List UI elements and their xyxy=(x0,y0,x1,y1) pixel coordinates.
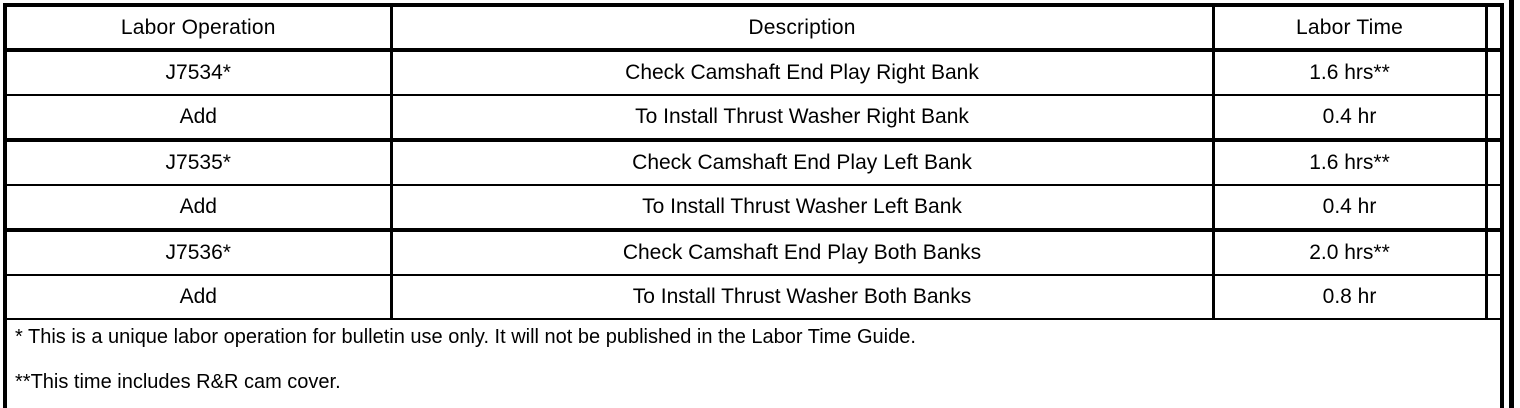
table-row: Add To Install Thrust Washer Right Bank … xyxy=(5,95,1502,142)
cell-description: To Install Thrust Washer Left Bank xyxy=(391,185,1215,232)
cell-spacer xyxy=(1486,319,1502,408)
cell-spacer xyxy=(1486,140,1502,186)
cell-labor-operation: J7534* xyxy=(5,50,393,96)
footnotes-row: * This is a unique labor operation for b… xyxy=(5,319,1502,408)
cell-labor-time: 0.4 hr xyxy=(1213,95,1488,142)
cell-spacer xyxy=(1486,275,1502,320)
table-row: J7534* Check Camshaft End Play Right Ban… xyxy=(5,50,1502,96)
cell-labor-operation: J7536* xyxy=(5,230,393,276)
footnotes-cell: * This is a unique labor operation for b… xyxy=(5,319,1486,408)
cell-description: To Install Thrust Washer Both Banks xyxy=(391,275,1215,320)
table-header: Labor Operation Description Labor Time xyxy=(5,5,1502,52)
table-row: Add To Install Thrust Washer Both Banks … xyxy=(5,275,1502,320)
footnotes-container: * This is a unique labor operation for b… xyxy=(7,320,1486,392)
cell-spacer xyxy=(1486,230,1502,276)
cell-labor-time: 1.6 hrs** xyxy=(1213,50,1488,96)
cell-description: To Install Thrust Washer Right Bank xyxy=(391,95,1215,142)
cell-labor-time: 2.0 hrs** xyxy=(1213,230,1488,276)
cell-labor-time: 1.6 hrs** xyxy=(1213,140,1488,186)
table-row: J7535* Check Camshaft End Play Left Bank… xyxy=(5,140,1502,186)
column-header-labor-time: Labor Time xyxy=(1213,5,1488,52)
column-header-spacer xyxy=(1486,5,1502,52)
cell-labor-time: 0.8 hr xyxy=(1213,275,1488,320)
table-row: J7536* Check Camshaft End Play Both Bank… xyxy=(5,230,1502,276)
cell-labor-operation: J7535* xyxy=(5,140,393,186)
cell-spacer xyxy=(1486,95,1502,142)
footnote-double-asterisk: **This time includes R&R cam cover. xyxy=(15,371,341,393)
table-body: J7534* Check Camshaft End Play Right Ban… xyxy=(5,50,1502,408)
footnote-single-asterisk: * This is a unique labor operation for b… xyxy=(15,326,916,348)
cell-description: Check Camshaft End Play Right Bank xyxy=(391,50,1215,96)
column-header-labor-operation: Labor Operation xyxy=(5,5,393,52)
page-edge-rule xyxy=(1509,0,1514,408)
table-row: Add To Install Thrust Washer Left Bank 0… xyxy=(5,185,1502,232)
labor-operation-table: Labor Operation Description Labor Time J… xyxy=(3,3,1504,408)
cell-labor-operation: Add xyxy=(5,185,393,232)
cell-labor-time: 0.4 hr xyxy=(1213,185,1488,232)
header-row: Labor Operation Description Labor Time xyxy=(5,5,1502,52)
cell-spacer xyxy=(1486,50,1502,96)
cell-spacer xyxy=(1486,185,1502,232)
column-header-description: Description xyxy=(391,5,1215,52)
footnote-spacer xyxy=(15,347,1486,372)
cell-labor-operation: Add xyxy=(5,95,393,142)
cell-labor-operation: Add xyxy=(5,275,393,320)
cell-description: Check Camshaft End Play Left Bank xyxy=(391,140,1215,186)
cell-description: Check Camshaft End Play Both Banks xyxy=(391,230,1215,276)
